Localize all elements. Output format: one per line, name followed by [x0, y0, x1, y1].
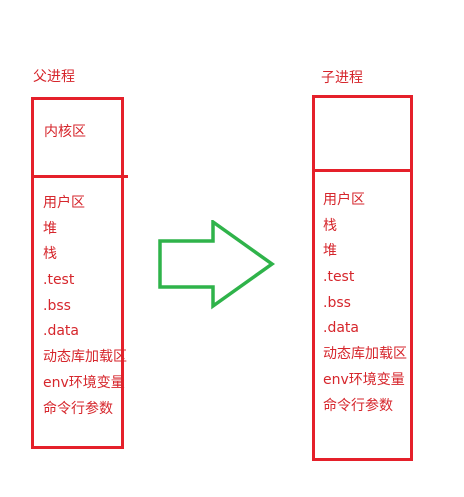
child-memory-box — [312, 95, 413, 461]
parent-segment: 栈 — [43, 246, 57, 263]
child-segment: .bss — [323, 294, 351, 311]
child-segment: 堆 — [323, 243, 337, 260]
parent-segment: .test — [43, 272, 75, 289]
parent-segment: .bss — [43, 297, 71, 314]
parent-kernel-label: 内核区 — [44, 124, 86, 140]
child-segment: 动态库加载区 — [323, 346, 407, 363]
child-segment: .test — [323, 269, 355, 286]
parent-segment: .data — [43, 323, 79, 340]
right-arrow-outline-icon — [156, 220, 276, 310]
child-user-segment-list: 用户区 栈 堆 .test .bss .data 动态库加载区 env环境变量 … — [323, 188, 407, 419]
parent-segment: 动态库加载区 — [43, 349, 127, 366]
parent-segment: env环境变量 — [43, 374, 125, 391]
child-segment: .data — [323, 320, 359, 337]
child-segment: 栈 — [323, 217, 337, 234]
child-segment: env环境变量 — [323, 371, 405, 388]
parent-segment: 命令行参数 — [43, 400, 113, 417]
parent-segment: 用户区 — [43, 195, 85, 211]
child-segment: 命令行参数 — [323, 397, 393, 414]
parent-kernel-user-divider — [31, 175, 128, 178]
parent-memory-box — [31, 97, 124, 449]
child-process-title: 子进程 — [321, 70, 363, 86]
parent-segment: 堆 — [43, 220, 57, 237]
child-kernel-user-divider — [312, 169, 413, 172]
child-segment: 用户区 — [323, 192, 365, 208]
parent-user-segment-list: 用户区 堆 栈 .test .bss .data 动态库加载区 env环境变量 … — [43, 191, 127, 422]
parent-process-title: 父进程 — [33, 69, 75, 85]
